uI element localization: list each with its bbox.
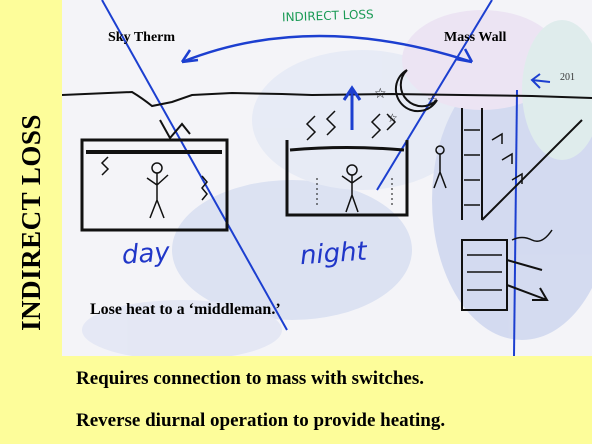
star-icon: ☆ — [427, 93, 438, 107]
label-sky-therm: Sky Therm — [108, 30, 176, 45]
handwritten-day: day — [121, 237, 171, 270]
handwritten-header: INDIRECT LOSS — [282, 7, 374, 24]
double-arrow — [181, 34, 473, 64]
blue-divider-right — [513, 89, 518, 356]
page-number: 201 — [560, 72, 575, 83]
blue-divider-left — [101, 0, 288, 331]
moon-icon — [394, 69, 438, 113]
sketch-photo: INDIRECT LOSS — [62, 0, 592, 356]
roofline — [62, 90, 592, 108]
mass-wall-sketch — [433, 108, 583, 311]
bullet-line-2: Reverse diurnal operation to provide hea… — [76, 410, 446, 431]
night-sketch: ☆ ☆ ☆ — [285, 69, 438, 217]
bullet-line-1: Requires connection to mass with switche… — [76, 368, 424, 389]
day-sketch — [80, 119, 229, 232]
star-icon: ☆ — [387, 111, 398, 125]
side-title-bar: INDIRECT LOSS — [0, 0, 62, 444]
sketch-drawing: INDIRECT LOSS — [62, 0, 592, 356]
side-title: INDIRECT LOSS — [15, 113, 46, 331]
label-mass-wall: Mass Wall — [444, 30, 507, 45]
diagram-caption: Lose heat to a ‘middleman.’ — [90, 301, 281, 318]
handwritten-night: night — [299, 237, 369, 272]
star-icon: ☆ — [374, 86, 387, 102]
